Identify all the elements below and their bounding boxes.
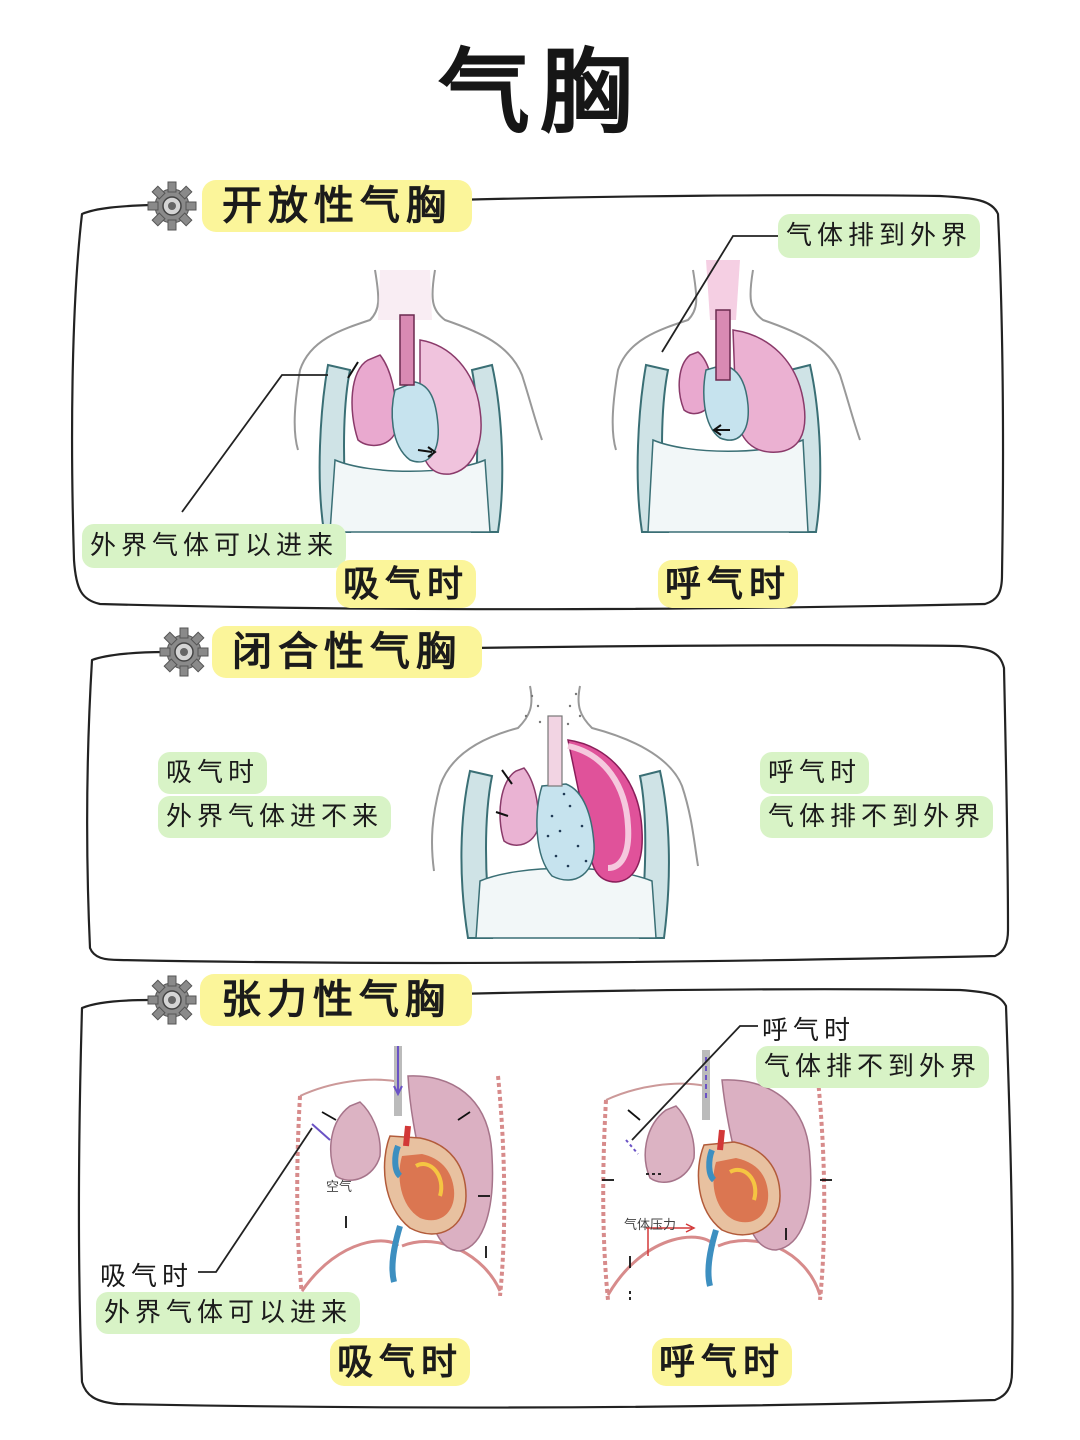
tension-phase-exhale: 呼气时 <box>652 1338 792 1386</box>
open-pneumothorax-inhale-diagram <box>293 269 543 533</box>
open-phase-exhale: 呼气时 <box>658 560 798 608</box>
section-title-tension: 张力性气胸 <box>200 974 472 1026</box>
section-title-closed: 闭合性气胸 <box>212 626 482 678</box>
gear-icon <box>147 181 197 231</box>
closed-exhale-note: 气体排不到外界 <box>760 796 994 838</box>
air-label: 空气 <box>326 1180 353 1195</box>
gear-icon <box>147 975 197 1025</box>
closed-exhale-label: 呼气时 <box>760 752 870 794</box>
open-phase-inhale: 吸气时 <box>336 560 476 608</box>
open-exhale-note: 气体排到外界 <box>778 214 981 258</box>
tension-inhale-label: 吸气时 <box>100 1262 194 1292</box>
section-title-open: 开放性气胸 <box>202 180 472 232</box>
closed-pneumothorax-diagram <box>431 685 699 939</box>
tension-pneumothorax-inhale-diagram <box>295 1046 507 1296</box>
tension-phase-inhale: 吸气时 <box>330 1338 470 1386</box>
tension-inhale-note: 外界气体可以进来 <box>96 1292 361 1334</box>
page-title: 气胸 <box>437 38 642 146</box>
gas-pressure-label: 气体压力 <box>624 1218 677 1233</box>
closed-inhale-label: 吸气时 <box>158 752 268 794</box>
gear-icon <box>159 627 209 677</box>
open-pneumothorax-exhale-diagram <box>611 260 861 533</box>
closed-inhale-note: 外界气体进不来 <box>158 796 392 838</box>
open-inhale-note: 外界气体可以进来 <box>82 524 347 568</box>
tension-exhale-label: 呼气时 <box>762 1016 856 1046</box>
tension-exhale-note: 气体排不到外界 <box>756 1046 990 1088</box>
